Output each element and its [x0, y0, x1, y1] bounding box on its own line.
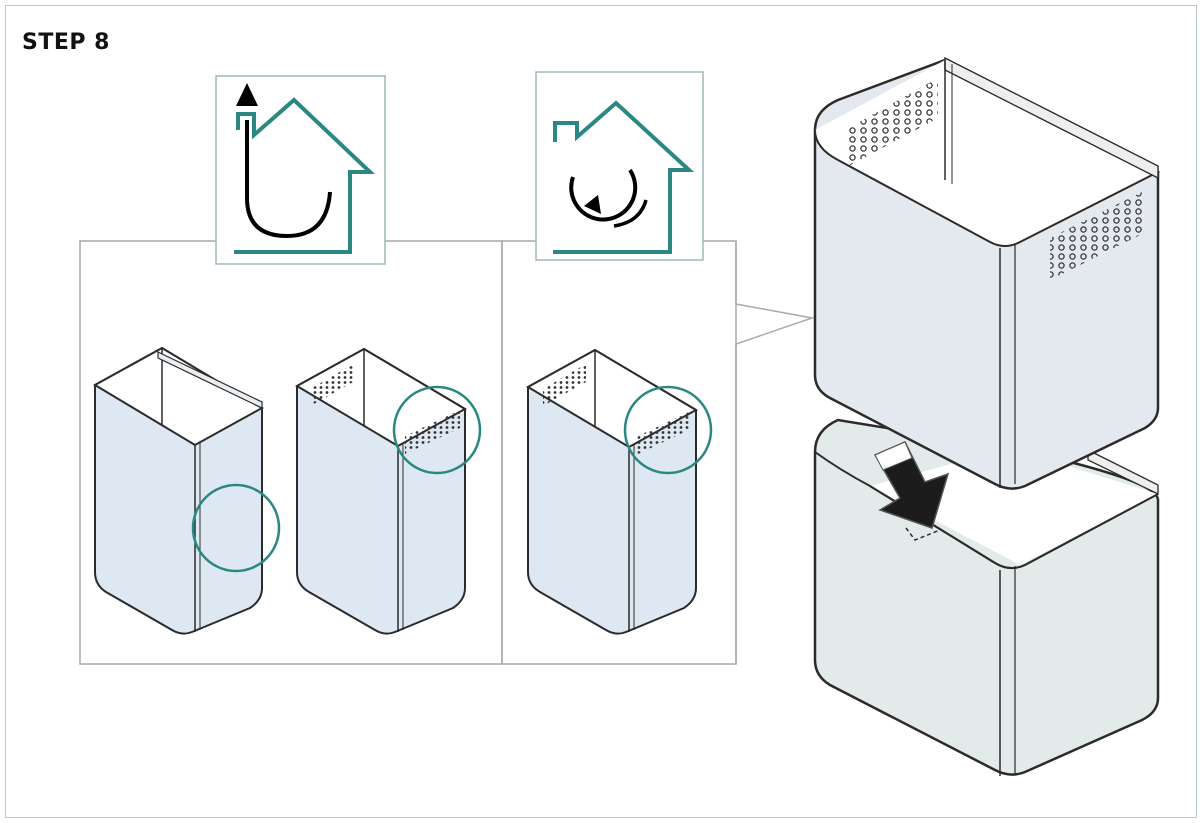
step-title: STEP 8	[22, 30, 110, 55]
highlight-circle	[392, 385, 482, 475]
ducted-exhaust-mode-icon	[215, 75, 386, 265]
callout-leader	[735, 241, 815, 664]
chimney-without-vents	[92, 346, 281, 635]
insert-down-arrow	[873, 441, 950, 541]
chimney-with-vents-recirculation	[525, 348, 713, 635]
chimney-with-vents	[294, 347, 482, 635]
recirculation-mode-icon	[535, 71, 704, 261]
upper-chimney-section	[813, 56, 1161, 490]
highlight-circle	[623, 385, 713, 475]
highlight-circle	[191, 483, 281, 573]
